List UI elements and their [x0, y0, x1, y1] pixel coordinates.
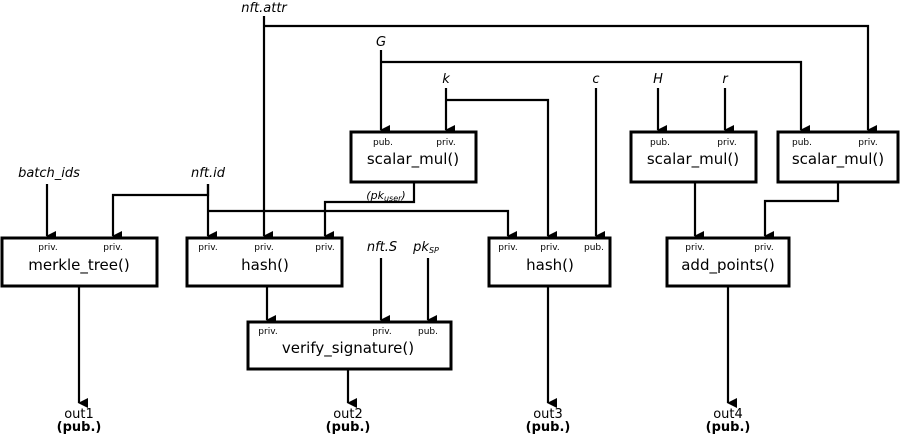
box-merkle-tree: priv. priv. merkle_tree(): [0, 236, 159, 288]
box-hash-2: priv. priv. pub. hash(): [487, 236, 612, 288]
svg-text:hash(): hash(): [526, 256, 574, 274]
svg-text:pub.: pub.: [792, 138, 812, 148]
svg-text:priv.: priv.: [38, 243, 57, 253]
box-scalar-mul-3: pub. priv. scalar_mul(): [776, 130, 900, 184]
svg-text:out2: out2: [333, 407, 363, 422]
svg-text:scalar_mul(): scalar_mul(): [792, 150, 884, 169]
svg-text:priv.: priv.: [685, 243, 704, 253]
wires: [45, 16, 877, 408]
svg-text:priv.: priv.: [858, 138, 877, 148]
wire-k-hash2: [446, 98, 557, 241]
wire-nftid-merkle: [111, 184, 210, 241]
label-nft-S: nft.S: [367, 240, 397, 255]
svg-text:scalar_mul(): scalar_mul(): [647, 150, 739, 169]
svg-text:pub.: pub.: [650, 138, 670, 148]
svg-text:out1: out1: [64, 407, 94, 422]
svg-text:priv.: priv.: [436, 138, 455, 148]
svg-text:priv.: priv.: [103, 243, 122, 253]
label-r: r: [722, 72, 729, 87]
input-labels: nft.attr G k c H r batch_ids nft.id nft.…: [18, 1, 729, 255]
wire-pkuser-hash1: [323, 183, 416, 241]
svg-text:verify_signature(): verify_signature(): [282, 339, 414, 358]
box-add-points: priv. priv. add_points(): [665, 236, 791, 288]
label-c: c: [592, 72, 599, 87]
wire-nft-attr-scalar3: [264, 24, 877, 135]
label-pk-user: (pkuser): [366, 189, 405, 203]
svg-text:pub.: pub.: [584, 243, 604, 253]
box-scalar-mul-1: pub. priv. scalar_mul(): [349, 130, 478, 184]
svg-text:priv.: priv.: [315, 243, 334, 253]
svg-text:priv.: priv.: [372, 327, 391, 337]
output-2: out2 (pub.): [326, 407, 371, 435]
svg-text:priv.: priv.: [258, 327, 277, 337]
box-verify-signature: priv. priv. pub. verify_signature(): [246, 320, 453, 371]
box-hash-1: priv. priv. priv. hash(): [185, 236, 344, 288]
label-batch-ids: batch_ids: [18, 166, 80, 181]
output-4: out4 (pub.): [706, 407, 751, 435]
box-scalar-mul-2: pub. priv. scalar_mul(): [629, 130, 758, 184]
svg-text:pub.: pub.: [418, 327, 438, 337]
svg-text:(pub.): (pub.): [526, 420, 571, 435]
label-H: H: [653, 72, 663, 87]
svg-text:hash(): hash(): [241, 256, 289, 274]
label-k: k: [442, 72, 450, 87]
wire-G-scalar3: [381, 60, 810, 135]
svg-text:add_points(): add_points(): [681, 256, 775, 275]
svg-text:priv.: priv.: [498, 243, 517, 253]
svg-text:out4: out4: [713, 407, 743, 422]
label-G: G: [376, 35, 386, 50]
svg-text:(pub.): (pub.): [57, 420, 102, 435]
output-3: out3 (pub.): [526, 407, 571, 435]
label-nft-attr: nft.attr: [241, 1, 288, 16]
svg-text:(pub.): (pub.): [706, 420, 751, 435]
svg-text:priv.: priv.: [540, 243, 559, 253]
label-nft-id: nft.id: [191, 166, 226, 181]
svg-text:scalar_mul(): scalar_mul(): [367, 150, 459, 169]
output-1: out1 (pub.): [57, 407, 102, 435]
svg-text:priv.: priv.: [254, 243, 273, 253]
svg-text:(pub.): (pub.): [326, 420, 371, 435]
svg-text:priv.: priv.: [198, 243, 217, 253]
svg-text:merkle_tree(): merkle_tree(): [28, 256, 129, 275]
svg-text:pub.: pub.: [373, 138, 393, 148]
wire-scalar3-add: [763, 183, 840, 241]
svg-text:priv.: priv.: [717, 138, 736, 148]
wire-nftid-hash2: [208, 209, 517, 241]
label-pk-sp: pkSP: [412, 240, 439, 255]
svg-text:out3: out3: [533, 407, 563, 422]
svg-text:priv.: priv.: [754, 243, 773, 253]
